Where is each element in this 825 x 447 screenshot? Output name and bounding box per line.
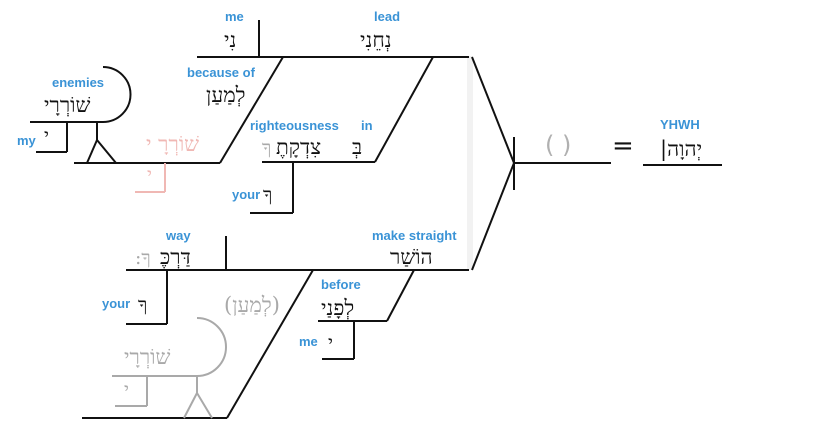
hebrew-because-of: לְמַעַן [206, 83, 246, 107]
join-upper [471, 56, 515, 164]
hebrew-my-faded: י [147, 164, 152, 186]
hebrew-object-me: נִי [224, 28, 237, 52]
gloss-before: before [321, 277, 361, 292]
hebrew-implied-enemies: שׁוֹרְרָי [124, 345, 171, 369]
hebrew-your-1: ךָ [263, 184, 273, 206]
gloss-yhwh: YHWH [660, 117, 700, 132]
hebrew-enemies: שׁוֹרְרָי [44, 93, 91, 117]
gloss-enemies: enemies [52, 75, 105, 90]
hebrew-implied-my: י [124, 379, 129, 401]
pp-in-slant [374, 56, 434, 163]
implied-enemies-figure [112, 317, 227, 419]
join-lower [471, 162, 515, 271]
hebrew-righteousness-suffix: ךָ [262, 137, 272, 159]
hebrew-make-straight: הוֹשַׁר [390, 245, 433, 269]
hebrew-my: י [44, 125, 49, 147]
gloss-your-1: your [232, 187, 261, 202]
gloss-me: me [225, 9, 244, 24]
gloss-make-straight: make straight [372, 228, 457, 243]
hebrew-before: לְפָנַי [321, 296, 355, 320]
equals-sign: = [612, 131, 634, 161]
gloss-your-2: your [102, 296, 131, 311]
hebrew-yhwh: יְהוָה| [660, 137, 703, 161]
gloss-my: my [17, 133, 36, 148]
gloss-because-of: because of [187, 65, 255, 80]
gloss-way: way [166, 228, 191, 243]
hebrew-way-suffix: ךָ: [135, 247, 151, 269]
hebrew-me-2: י [328, 332, 333, 354]
gloss-righteousness: righteousness [250, 118, 339, 133]
gloss-lead: lead [374, 9, 401, 24]
implied-subject-placeholder: ( ) [545, 131, 572, 159]
hebrew-in: בְּ [352, 135, 363, 159]
pp-before-slant [386, 269, 415, 322]
enemies-head-arc [102, 66, 132, 123]
gloss-me-2: me [299, 334, 318, 349]
gloss-in: in [361, 118, 373, 133]
hebrew-implied-because-of: (לְמַעַן) [224, 293, 280, 317]
implied-pp-slant [226, 269, 314, 419]
hebrew-enemies-faded: שׁוֹרְרָ י [146, 132, 200, 156]
hebrew-righteousness: צִדְקָתֶ [276, 135, 322, 159]
faded-enemies-copy [135, 163, 166, 193]
panel-divider [467, 56, 473, 270]
pp-because-slant [219, 56, 284, 164]
hebrew-way: דַּרְכֶּ [160, 245, 191, 269]
hebrew-verb-lead: נְחֵנִי [360, 28, 392, 52]
hebrew-your-2: ךָ [138, 294, 148, 316]
diagram-lines [30, 20, 722, 419]
